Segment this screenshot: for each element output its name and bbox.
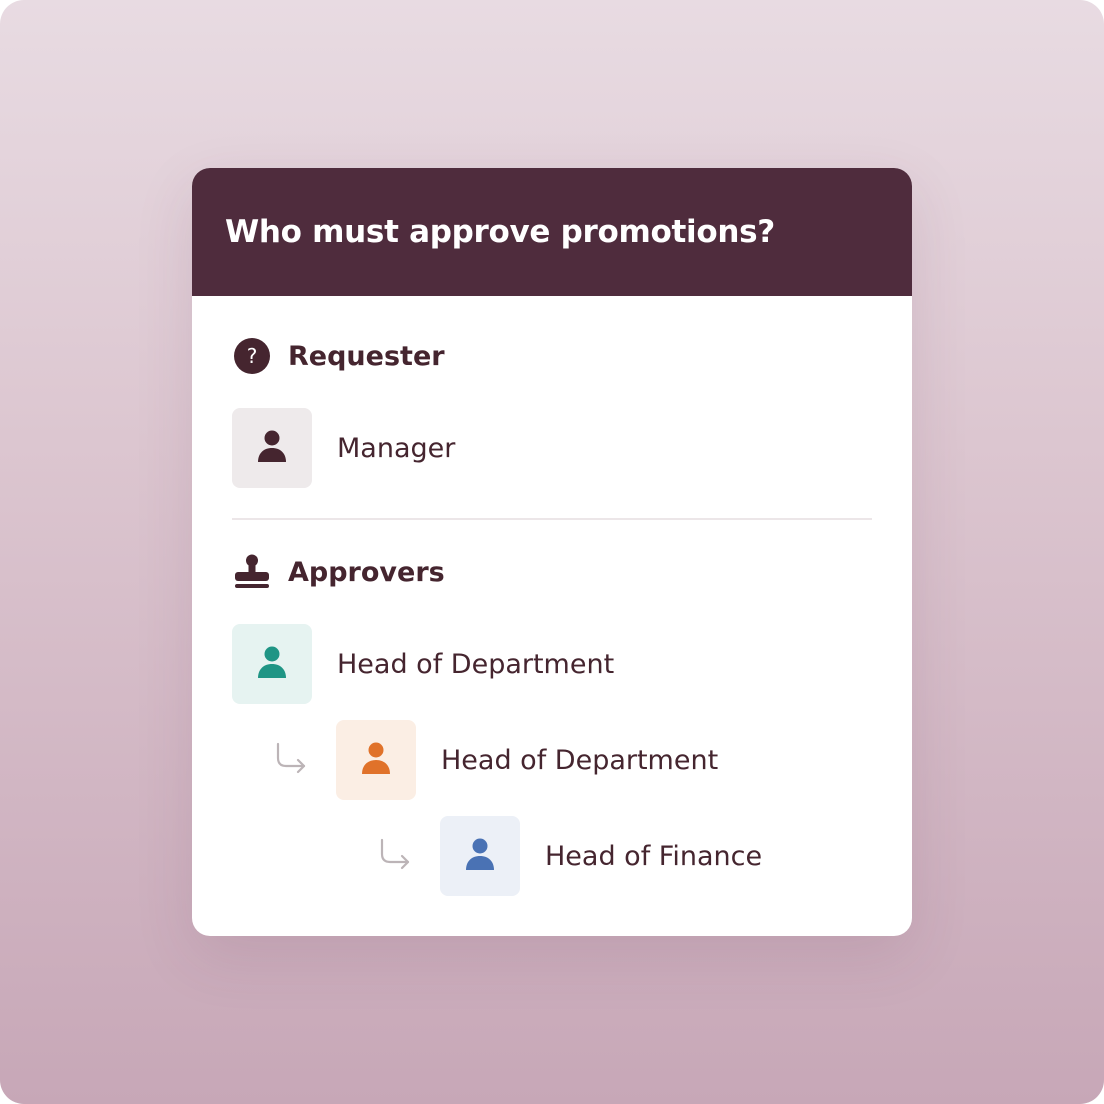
approver-row: Head of Finance (440, 816, 762, 896)
approval-card: Who must approve promotions? ? Requester (192, 168, 912, 936)
approvers-heading-label: Approvers (288, 556, 445, 588)
arrow-down-right-icon (380, 838, 410, 870)
approver-avatar-tile (336, 720, 416, 800)
approver-label: Head of Department (337, 648, 615, 680)
approver-label: Head of Department (441, 744, 719, 776)
arrow-down-right-icon (276, 742, 306, 774)
card-header: Who must approve promotions? (192, 168, 912, 296)
approver-avatar-tile (440, 816, 520, 896)
person-icon (257, 646, 287, 683)
requester-row: Manager (232, 408, 455, 488)
stamp-icon (232, 552, 272, 592)
requester-heading-label: Requester (288, 340, 445, 372)
requester-heading: ? Requester (232, 336, 445, 376)
requester-avatar-tile (232, 408, 312, 488)
person-icon (361, 742, 391, 779)
approver-label: Head of Finance (545, 840, 763, 872)
person-icon (465, 838, 495, 875)
approver-row: Head of Department (232, 624, 614, 704)
approver-row: Head of Department (336, 720, 718, 800)
svg-text:?: ? (247, 344, 258, 368)
approver-avatar-tile (232, 624, 312, 704)
requester-label: Manager (337, 432, 456, 464)
card-title: Who must approve promotions? (225, 214, 775, 250)
question-circle-icon: ? (232, 336, 272, 376)
approvers-heading: Approvers (232, 552, 445, 592)
section-divider (232, 518, 872, 520)
person-icon (257, 430, 287, 467)
